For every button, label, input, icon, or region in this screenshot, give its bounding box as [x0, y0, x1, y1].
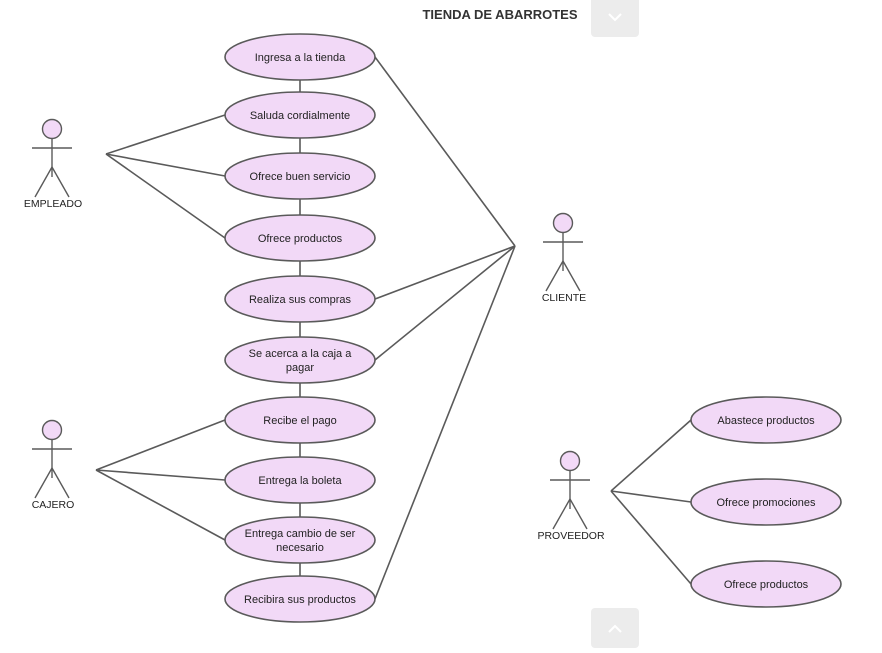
association-line [105, 153, 226, 239]
association-line [610, 490, 692, 585]
association-line [95, 469, 226, 481]
use-case-uc6[interactable]: Se acerca a la caja a pagar [224, 336, 376, 384]
use-case-label: Realiza sus compras [249, 294, 352, 306]
association-line [105, 114, 226, 155]
use-case-uc12[interactable]: Ofrece promociones [690, 478, 842, 526]
actor-empleado[interactable]: EMPLEADO [24, 118, 82, 211]
actor-label: CLIENTE [542, 292, 586, 304]
association-line [374, 245, 516, 300]
use-case-ellipse [690, 478, 842, 526]
actor-proveedor[interactable]: PROVEEDOR [537, 450, 605, 543]
association-line [374, 245, 516, 361]
actor-leg [51, 467, 70, 499]
actor-leg [552, 498, 571, 530]
use-case-label: Entrega cambio de ser [245, 528, 356, 540]
use-case-ellipse [224, 456, 376, 504]
use-case-label: Abastece productos [717, 415, 815, 427]
association-line [105, 153, 226, 177]
use-case-uc2[interactable]: Saluda cordialmente [224, 91, 376, 139]
chevron-up-icon [608, 624, 622, 633]
use-case-ellipse [690, 560, 842, 608]
diagram-title: TIENDA DE ABARROTES [422, 7, 578, 22]
use-case-ellipse [690, 396, 842, 444]
use-case-label: Recibira sus productos [244, 594, 356, 606]
use-case-label: necesario [276, 542, 324, 554]
actor-leg [34, 467, 53, 499]
use-case-label: Ofrece promociones [716, 497, 816, 509]
actor-leg [562, 260, 581, 292]
actor-leg [34, 166, 53, 198]
use-case-ellipse [224, 275, 376, 323]
actor-leg [51, 166, 70, 198]
use-case-label: pagar [286, 362, 314, 374]
use-case-uc3[interactable]: Ofrece buen servicio [224, 152, 376, 200]
use-case-uc7[interactable]: Recibe el pago [224, 396, 376, 444]
actor-head [41, 419, 63, 441]
use-case-ellipse [224, 91, 376, 139]
use-case-ellipse [224, 336, 376, 384]
connector-lines [95, 56, 692, 600]
actor-head [559, 450, 581, 472]
use-case-uc9[interactable]: Entrega cambio de ser necesario [224, 516, 376, 564]
use-case-uc4[interactable]: Ofrece productos [224, 214, 376, 262]
use-case-uc11[interactable]: Abastece productos [690, 396, 842, 444]
association-line [610, 419, 692, 492]
actor-cajero[interactable]: CAJERO [32, 419, 75, 512]
use-case-ellipse [224, 33, 376, 81]
use-case-label: Ofrece productos [258, 233, 343, 245]
use-case-label: Saluda cordialmente [250, 110, 350, 122]
association-line [610, 490, 692, 503]
use-case-label: Ofrece buen servicio [250, 171, 351, 183]
use-case-ellipse [224, 152, 376, 200]
actor-leg [569, 498, 588, 530]
chevron-down-icon [608, 13, 622, 22]
expand-button[interactable] [591, 608, 639, 648]
use-case-ellipse [224, 575, 376, 623]
use-case-ellipse [224, 396, 376, 444]
use-case-label: Recibe el pago [263, 415, 336, 427]
use-case-label: Se acerca a la caja a [249, 348, 353, 360]
use-case-uc5[interactable]: Realiza sus compras [224, 275, 376, 323]
use-case-uc10[interactable]: Recibira sus productos [224, 575, 376, 623]
use-case-ellipse [224, 516, 376, 564]
use-case-label: Ingresa a la tienda [255, 52, 346, 64]
association-line [374, 56, 516, 247]
collapse-button[interactable] [591, 0, 639, 37]
use-case-label: Entrega la boleta [258, 475, 342, 487]
use-case-uc1[interactable]: Ingresa a la tienda [224, 33, 376, 81]
use-case-label: Ofrece productos [724, 579, 809, 591]
actor-label: EMPLEADO [24, 198, 82, 210]
actor-cliente[interactable]: CLIENTE [542, 212, 586, 305]
actor-label: CAJERO [32, 499, 75, 511]
actor-head [552, 212, 574, 234]
use-case-ellipse [224, 214, 376, 262]
actor-label: PROVEEDOR [537, 530, 605, 542]
use-case-uc8[interactable]: Entrega la boleta [224, 456, 376, 504]
association-line [95, 419, 226, 471]
association-line [95, 469, 226, 541]
use-case-uc13[interactable]: Ofrece productos [690, 560, 842, 608]
actor-head [41, 118, 63, 140]
association-line [374, 245, 516, 600]
actor-leg [545, 260, 564, 292]
